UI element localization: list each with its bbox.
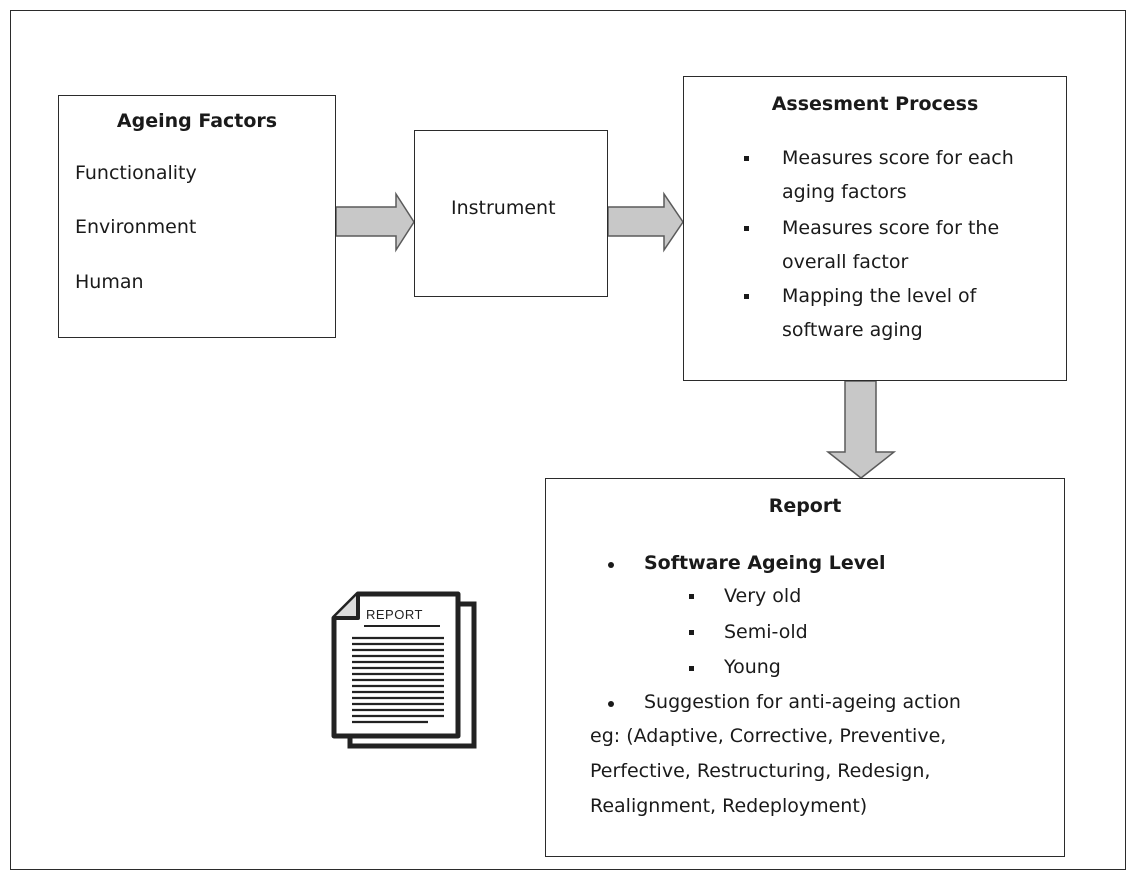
level-young: Young (724, 656, 781, 678)
instrument-box: Instrument (414, 130, 608, 297)
level-semi-old: Semi-old (724, 621, 808, 643)
ageing-factor-environment: Environment (75, 216, 197, 238)
assessment-bullet-1-line-2: aging factors (782, 181, 907, 203)
bullet-square-icon (744, 294, 749, 299)
bullet-square-icon (689, 594, 694, 599)
bullet-dot-icon (608, 701, 614, 707)
assessment-bullet-3-line-1: Mapping the level of (782, 285, 977, 307)
suggestion-line-1: Suggestion for anti-ageing action (644, 691, 961, 713)
assessment-bullet-1-line-1: Measures score for each (782, 147, 1014, 169)
ageing-factors-box: Ageing Factors Functionality Environment… (58, 95, 336, 338)
suggestion-line-3: Perfective, Restructuring, Redesign, (590, 760, 931, 782)
report-box: Report Software Ageing Level Very old Se… (545, 478, 1065, 857)
assessment-bullet-2-line-2: overall factor (782, 251, 909, 273)
bullet-square-icon (689, 630, 694, 635)
report-document-icon: REPORT (328, 590, 478, 750)
ageing-factors-title: Ageing Factors (116, 110, 278, 132)
ageing-factor-functionality: Functionality (75, 162, 197, 184)
assessment-title: Assesment Process (771, 93, 979, 115)
software-ageing-level-heading: Software Ageing Level (644, 552, 886, 574)
bullet-square-icon (689, 666, 694, 671)
bullet-dot-icon (608, 562, 614, 568)
arrow-instrument-to-assessment (607, 191, 684, 253)
arrow-assessment-to-report (825, 380, 897, 479)
suggestion-line-2: eg: (Adaptive, Corrective, Preventive, (590, 725, 947, 747)
suggestion-line-4: Realignment, Redeployment) (590, 795, 868, 817)
level-very-old: Very old (724, 585, 802, 607)
bullet-square-icon (744, 156, 749, 161)
bullet-square-icon (744, 226, 749, 231)
report-icon-label: REPORT (366, 607, 423, 622)
assessment-bullet-2-line-1: Measures score for the (782, 217, 1000, 239)
report-title: Report (768, 495, 842, 517)
instrument-label: Instrument (451, 197, 556, 219)
arrow-ageing-to-instrument (335, 191, 415, 253)
assessment-bullet-3-line-2: software aging (782, 319, 923, 341)
ageing-factor-human: Human (75, 271, 144, 293)
report-icon-graphic (331, 591, 477, 749)
assessment-process-box: Assesment Process Measures score for eac… (683, 76, 1067, 381)
